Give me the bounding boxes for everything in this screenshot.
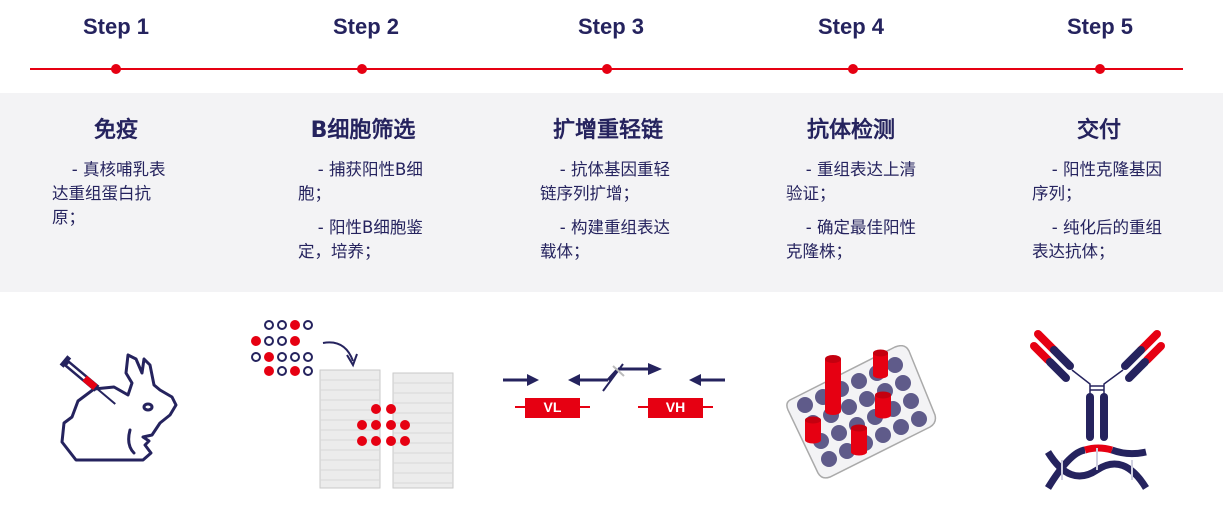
column-title: 免疫	[93, 118, 138, 143]
step-4-label: Step 4	[817, 14, 885, 39]
description-band	[0, 93, 1223, 292]
column-title: 扩增重轻链	[552, 118, 663, 143]
vl-label: VL	[543, 399, 562, 415]
step-header: Step 1 Step 2 Step 3 Step 4 Step 5	[0, 0, 1223, 93]
column-item: - 阳性B细胞鉴定，培养；	[298, 218, 423, 261]
column-delivery: 交付 - 阳性克隆基因序列； - 纯化后的重组表达抗体；	[1032, 112, 1182, 274]
step-3-label: Step 3	[577, 14, 645, 39]
timeline-dot-3	[602, 64, 612, 74]
vl-vh-amplification-icon: VL VH	[500, 360, 730, 420]
step-5-label: Step 5	[1066, 14, 1134, 39]
step-1-label: Step 1	[82, 14, 150, 39]
column-item: - 抗体基因重轻链序列扩增；	[540, 160, 670, 203]
timeline-dot-5	[1095, 64, 1105, 74]
well-plate-assay-icon	[786, 345, 937, 479]
vh-label: VH	[665, 399, 686, 415]
column-title: 交付	[1076, 118, 1121, 143]
column-chain-amplification: 扩增重轻链 - 抗体基因重轻链序列扩增； - 构建重组表达载体；	[540, 112, 690, 274]
column-item: - 重组表达上清验证；	[786, 160, 916, 203]
column-item: - 真核哺乳表达重组蛋白抗原；	[52, 160, 166, 227]
timeline-dot-1	[111, 64, 121, 74]
column-antibody-detection: 抗体检测 - 重组表达上清验证； - 确定最佳阳性克隆株；	[786, 112, 936, 274]
column-item: - 阳性克隆基因序列；	[1032, 160, 1162, 203]
column-item: - 纯化后的重组表达抗体；	[1032, 218, 1162, 261]
timeline-dot-4	[848, 64, 858, 74]
column-item: - 构建重组表达载体；	[540, 218, 670, 261]
column-immunization: 免疫 - 真核哺乳表达重组蛋白抗原；	[52, 112, 202, 240]
rabbit-injection-icon	[59, 353, 178, 462]
antibody-dna-icon	[1030, 330, 1165, 490]
column-b-cell-screening: B细胞筛选 - 捕获阳性B细胞； - 阳性B细胞鉴定，培养；	[298, 112, 448, 274]
column-item: - 确定最佳阳性克隆株；	[786, 218, 916, 261]
cell-plate-screening-icon	[251, 320, 454, 489]
column-title: 抗体检测	[806, 118, 895, 143]
column-title: B细胞筛选	[310, 118, 416, 143]
timeline-dot-2	[357, 64, 367, 74]
step-2-label: Step 2	[332, 14, 400, 39]
column-item: - 捕获阳性B细胞；	[298, 160, 423, 203]
